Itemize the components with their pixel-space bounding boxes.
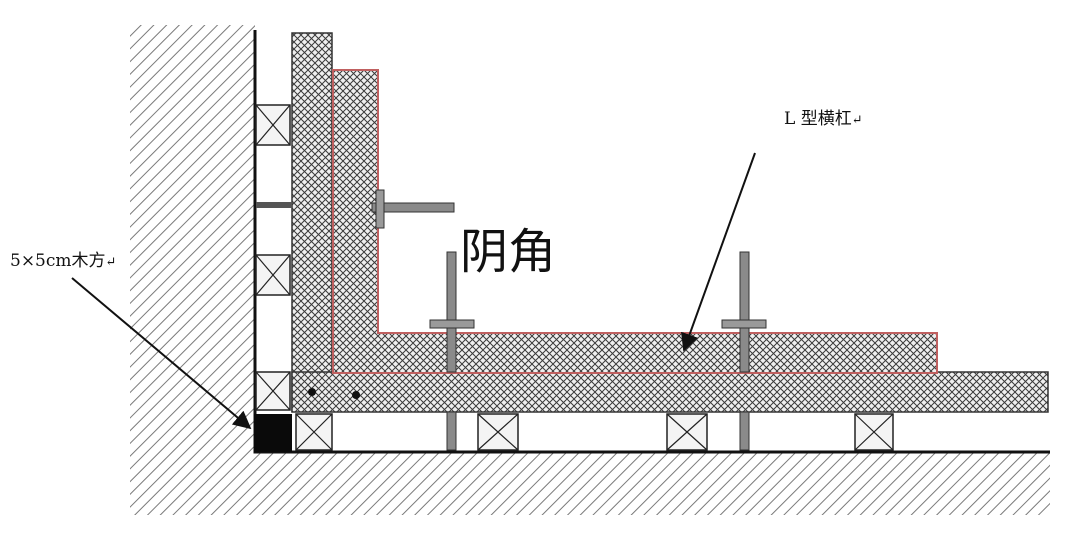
- timber-stud: [477, 413, 519, 451]
- timber-stud: [255, 371, 291, 411]
- corner-timber-block: [254, 414, 292, 452]
- horizontal-formwork-panel: [291, 371, 1049, 413]
- timber-studs-vertical: [255, 104, 292, 411]
- corner-label: 阴角: [460, 224, 556, 280]
- l-crossbar-leader-arrow: [681, 152, 756, 352]
- timber-stud: [255, 104, 291, 146]
- timber-stud: [666, 413, 708, 451]
- l-crossbar-label: L 型横杠↵: [784, 109, 863, 129]
- timber-stud: [854, 413, 894, 451]
- nail-dot: [308, 388, 316, 396]
- steel-ties: [371, 189, 767, 451]
- timber-stud: [295, 413, 333, 451]
- nail-dot: [352, 391, 360, 399]
- timber-leader-arrow: [71, 277, 252, 430]
- vertical-formwork-panel: [291, 32, 333, 412]
- timber-studs-horizontal: [295, 413, 894, 451]
- timber-label: 5×5cm木方↵: [10, 251, 116, 271]
- l-crossbar: [332, 69, 938, 374]
- timber-stud: [255, 254, 291, 296]
